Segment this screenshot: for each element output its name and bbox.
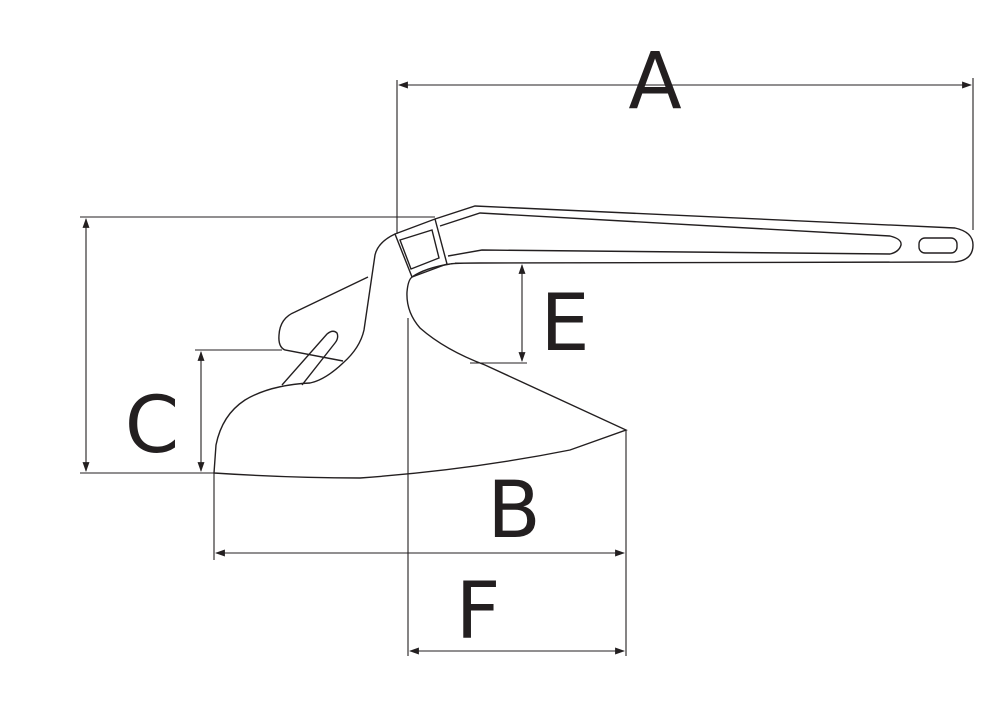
shackle-block-outer [394,218,448,278]
shackle-block-inner [399,229,440,270]
label-b: B [487,466,541,556]
shank-slot [439,212,902,257]
label-f: F [456,567,501,657]
shank-end-hole [918,237,958,254]
stock-fin [278,276,369,362]
anchor-outline [213,205,974,479]
label-c: C [125,381,179,471]
label-a: A [628,37,681,127]
fluke-body [213,233,628,479]
shank-outer [411,205,974,278]
dimension-lines [80,78,974,656]
pin [281,330,339,386]
label-e: E [540,279,589,369]
